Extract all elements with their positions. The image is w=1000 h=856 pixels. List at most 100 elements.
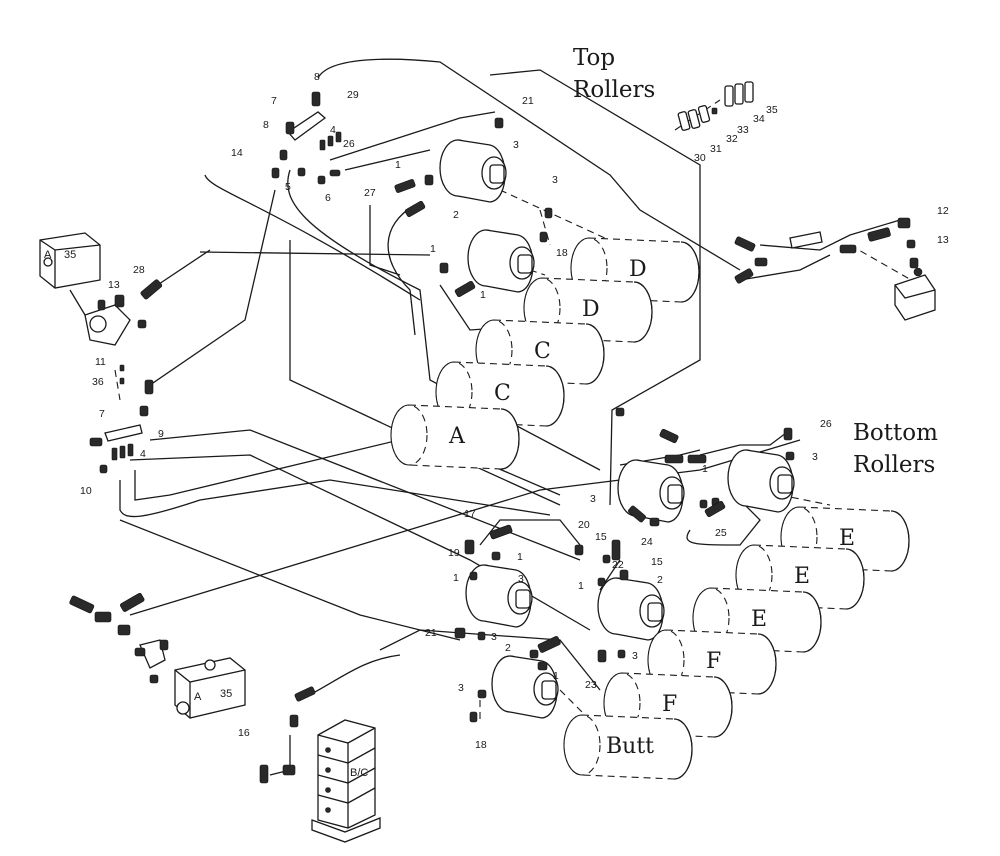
top-rollers-title-line1: Top [573,45,615,71]
roller-label: C [494,381,511,406]
part-number-p-14: 14 [231,147,243,159]
part-number-p-7b: 7 [99,408,105,420]
part-number-p-28: 28 [133,264,145,276]
bottom-rollers-title: Bottom Rollers [853,420,938,478]
roller-label: D [582,297,600,322]
cylinder-top-1 [439,139,507,203]
roller-label: E [751,607,767,632]
control-stack-label: B/C [350,767,368,779]
part-number-p-26a: 26 [343,138,355,150]
part-number-p-34: 34 [753,113,765,125]
part-number-p-3h: 3 [458,682,464,694]
part-number-p-2b: 2 [657,574,663,586]
valve-top-letter: A [44,249,52,261]
part-number-p-2a: 2 [453,209,459,221]
part-number-p-3g: 3 [632,650,638,662]
part-number-p-1g: 1 [578,580,584,592]
part-number-p-1b: 1 [430,243,436,255]
part-number-p-4a: 4 [330,124,336,136]
part-number-p-7a: 7 [271,95,277,107]
roller-label: F [662,692,677,717]
part-number-p-3a: 3 [513,139,519,151]
part-number-p-29: 29 [347,89,359,101]
cylinder-mid-3 [491,655,559,719]
roller-label: C [534,339,551,364]
part-number-p-1d: 1 [702,463,708,475]
part-number-p-2c: 2 [505,642,511,654]
roller-label: A [448,424,466,449]
roller-label: F [706,649,721,674]
valve-bottom-number: 35 [220,688,232,700]
valve-top-number: 35 [64,249,76,261]
cylinder-bottom-2 [727,449,795,513]
part-number-p-6: 6 [325,192,331,204]
part-number-p-19: 19 [448,547,460,559]
part-number-p-8a: 8 [314,71,320,83]
part-number-p-16: 16 [238,727,250,739]
part-number-p-30: 30 [694,152,706,164]
roller-bot-butt: Butt [563,714,693,780]
part-number-p-1c: 1 [480,289,486,301]
roller-label: E [839,526,855,551]
roller-label: E [794,564,810,589]
fittings [69,81,919,784]
valve-block-top: A 35 [39,232,131,346]
roller-label: Butt [606,734,654,759]
part-number-p-20: 20 [578,519,590,531]
spool-valve-right [894,267,936,321]
part-number-p-1f: 1 [453,572,459,584]
roller-top-A: A [390,404,520,470]
part-number-p-26b: 26 [820,418,832,430]
part-number-p-22: 22 [612,559,624,571]
part-number-p-1a: 1 [395,159,401,171]
part-number-p-3d: 3 [590,493,596,505]
part-number-p-13b: 13 [937,234,949,246]
part-number-p-5: 5 [285,181,291,193]
part-number-p-1h: 1 [553,670,559,682]
part-number-p-21a: 21 [522,95,534,107]
cylinder-top-2 [467,229,535,293]
part-number-p-24: 24 [641,536,653,548]
part-number-p-3f: 3 [491,631,497,643]
part-number-p-10: 10 [80,485,92,497]
part-number-p-17: 17 [464,508,476,520]
part-number-p-3c: 3 [812,451,818,463]
part-number-p-3e: 3 [518,573,524,585]
part-number-p-31: 31 [710,143,722,155]
bottom-rollers-title-line1: Bottom [853,420,938,446]
part-number-p-15a: 15 [595,531,607,543]
roller-label: D [629,257,647,282]
manifold-top [287,111,327,141]
manifold-left [104,424,143,442]
part-number-p-8b: 8 [263,119,269,131]
part-number-p-13a: 13 [108,279,120,291]
part-number-p-32: 32 [726,133,738,145]
part-number-p-36: 36 [92,376,104,388]
valve-bottom-letter: A [194,691,202,703]
bottom-rollers-title-line2: Rollers [853,452,935,478]
part-number-p-15b: 15 [651,556,663,568]
part-number-p-4b: 4 [140,448,146,460]
part-number-p-18b: 18 [475,739,487,751]
part-number-p-9: 9 [158,428,164,440]
rollers-layer: D D CC A E E E F F Butt [390,237,910,780]
part-number-p-12: 12 [937,205,949,217]
top-rollers-title-line2: Rollers [573,77,655,103]
part-number-p-33: 33 [737,124,749,136]
part-number-p-27: 27 [364,187,376,199]
part-number-p-11: 11 [95,356,106,368]
cylinder-mid-2 [597,577,665,641]
part-number-p-18a: 18 [556,247,568,259]
manifold-right [789,231,823,249]
part-number-p-3b: 3 [552,174,558,186]
part-number-p-21b: 21 [425,627,437,639]
part-number-p-1e: 1 [517,551,523,563]
part-number-p-35a: 35 [766,104,778,116]
control-stack: B/C [311,719,381,843]
top-rollers-title: Top Rollers [573,45,655,103]
cylinder-bottom-1 [617,459,685,523]
part-number-p-23: 23 [585,679,597,691]
valve-block-bottom: A 35 [139,639,246,719]
